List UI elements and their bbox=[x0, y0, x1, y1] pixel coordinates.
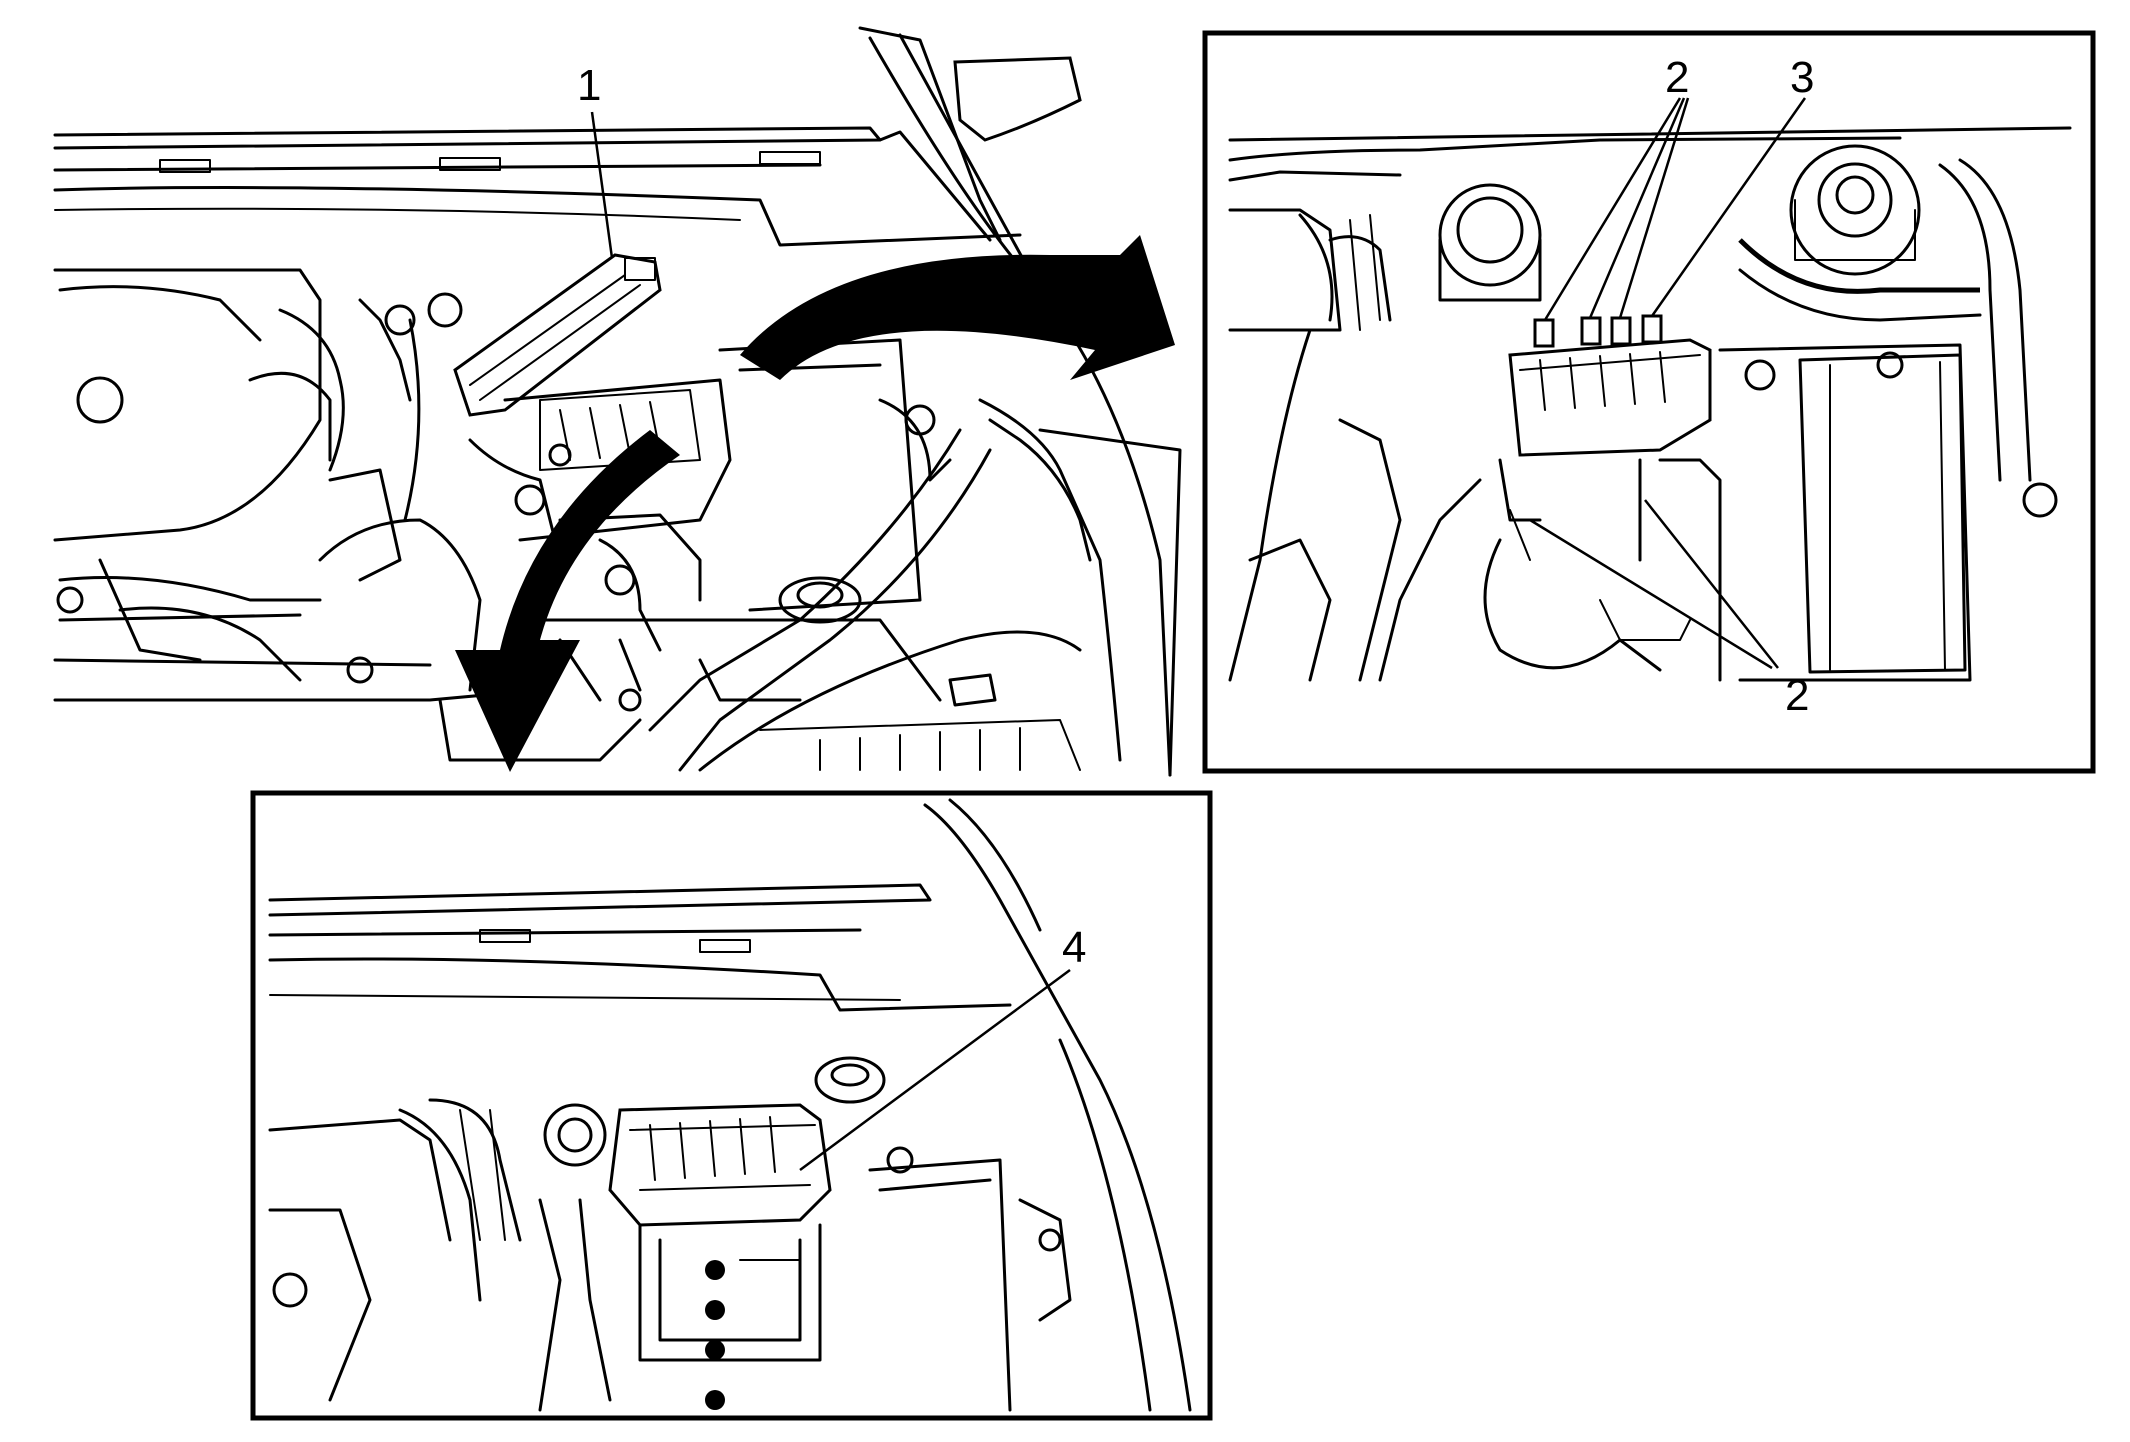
leader-line-2-c bbox=[1618, 97, 1690, 319]
leader-line-2-d bbox=[1529, 518, 1773, 670]
callout-3: 3 bbox=[1790, 53, 1814, 102]
inset-fuse-block-detail: 2 3 2 bbox=[1202, 30, 2096, 774]
inset-bottom-linework bbox=[268, 798, 1192, 1412]
fuse-block-uncovered bbox=[608, 1103, 832, 1227]
leader-line-2-a bbox=[1543, 97, 1682, 321]
fuse-block-cover bbox=[453, 253, 732, 652]
leader-line-2-b bbox=[1588, 97, 1686, 319]
battery-and-strut-area bbox=[438, 338, 952, 762]
hood-panel bbox=[53, 126, 1022, 247]
leader-line-4 bbox=[799, 968, 1071, 1172]
callout-2-top: 2 bbox=[1665, 53, 1689, 102]
headlamp-area bbox=[648, 398, 1182, 777]
callout-1: 1 bbox=[577, 61, 601, 110]
fuse-tabs bbox=[1533, 314, 1663, 348]
lower-curved-arrow bbox=[455, 430, 680, 772]
leader-line-3 bbox=[1650, 97, 1807, 317]
engine-bay-left bbox=[53, 268, 542, 702]
leader-line-1 bbox=[590, 111, 614, 259]
main-view-cover-removal: 1 bbox=[53, 26, 1182, 777]
cover-rotation-arrows bbox=[455, 235, 1175, 772]
inset-top-right-linework bbox=[1228, 126, 2072, 682]
fuse-block bbox=[1508, 338, 1712, 457]
inset-top-right-leaders bbox=[1529, 97, 1807, 670]
leader-line-2-e bbox=[1644, 499, 1779, 669]
a-pillar-and-mirror bbox=[858, 26, 1172, 777]
inset-cover-removed: 4 bbox=[250, 790, 1213, 1421]
upper-curved-arrow bbox=[740, 235, 1175, 380]
callout-4: 4 bbox=[1062, 923, 1086, 972]
callout-2-bottom: 2 bbox=[1785, 671, 1809, 720]
